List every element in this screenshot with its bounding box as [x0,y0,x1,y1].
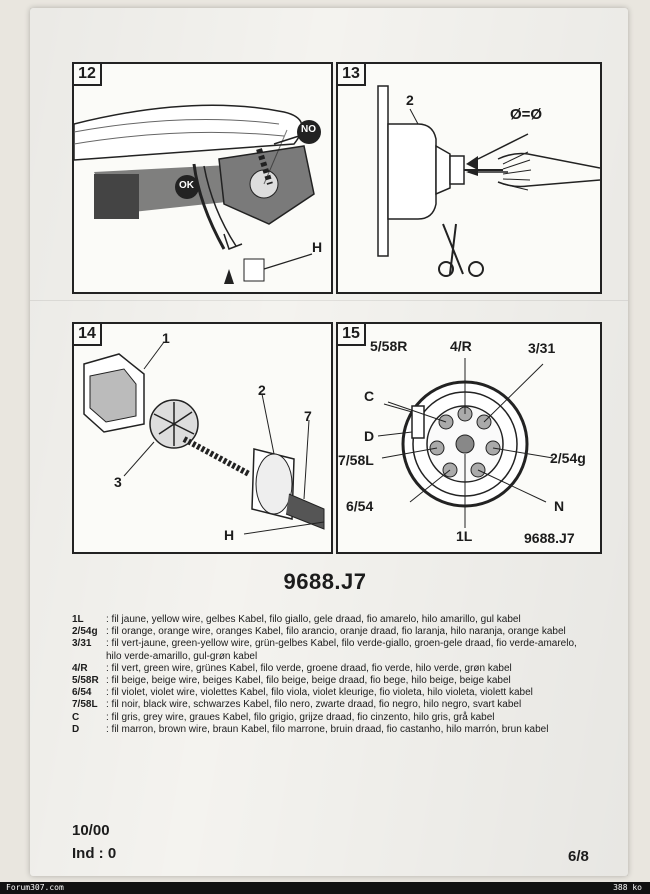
panel-number: 13 [338,64,366,86]
wire-description: : fil vert-jaune, green-yellow wire, grü… [106,638,577,650]
no-badge: NO [301,124,316,135]
pin-331-label: 3/31 [528,340,556,356]
panel-15: 15 5/58R 4/R 3/31 C D 7/58L 2/54g 6/54 N… [336,322,602,554]
panel-ref-label: 9688.J7 [524,530,575,546]
pin-654-label: 6/54 [346,498,374,514]
wire-code: D [72,723,80,735]
wire-description: : fil marron, brown wire, braun Kabel, f… [106,723,549,735]
socket-pinout-diagram [377,358,554,528]
wire-row: 7/58L : fil noir, black wire, schwarzes K… [72,699,612,711]
wire-code: 1L [72,614,84,625]
wire-code: 7/58L [72,699,98,711]
wire-description: hilo verde-amarillo, gul-grøn kabel [106,650,258,662]
paper-fold [30,300,628,301]
pin-c-label: C [364,388,375,404]
wire-color-legend: 1L : fil jaune, yellow wire, gelbes Kabel… [72,614,612,736]
footer-index: Ind : 0 [72,845,117,862]
wire-description: : fil gris, grey wire, graues Kabel, fil… [106,711,495,723]
wire-code: 5/58R [72,675,99,687]
wire-row: 6/54 : fil violet, violet wire, violettes… [72,687,612,699]
wire-description: : fil orange, orange wire, oranges Kabel… [106,626,566,638]
pin-558r-label: 5/58R [370,338,408,354]
wire-code: 2/54g [72,626,98,638]
wire-code [72,651,106,663]
wire-description: : fil violet, violet wire, violettes Kab… [106,687,533,699]
pin-d-label: D [364,428,375,444]
part-3-label: 3 [114,474,122,490]
part-h-label: H [312,239,323,255]
wire-description: : fil noir, black wire, schwarzes Kabel,… [106,699,522,711]
wire-row: 5/58R : fil beige, beige wire, beiges Kab… [72,675,612,687]
pin-1l-label: 1L [456,528,473,544]
site-watermark: Forum307.com [6,883,64,892]
wire-row: 4/R : fil vert, green wire, grünes Kabel,… [72,663,612,675]
pin-4r-label: 4/R [450,338,472,354]
wire-row: 1L : fil jaune, yellow wire, gelbes Kabel… [72,614,612,626]
wire-row: hilo verde-amarillo, gul-grøn kabel [72,651,612,663]
wire-code: 4/R [72,662,88,674]
wire-description: : fil vert, green wire, grünes Kabel, fi… [106,662,512,674]
part-1-label: 1 [162,330,170,346]
pin-758l-label: 7/58L [338,452,374,468]
panel-12: 12 NO OK H [72,62,333,294]
wire-description: : fil beige, beige wire, beiges Kabel, f… [106,675,511,687]
panel-14: 14 1 2 3 7 H [72,322,333,554]
wire-row: 3/31 : fil vert-jaune, green-yellow wire,… [72,638,612,650]
part-h-label: H [224,527,235,543]
wire-code: 6/54 [72,687,92,699]
file-size: 388 ko [613,883,642,892]
pin-n-label: N [554,498,565,514]
panel-number: 14 [74,324,102,346]
wire-row: C : fil gris, grey wire, graues Kabel, fi… [72,712,612,724]
wire-code: C [72,711,80,723]
wire-description: : fil jaune, yellow wire, gelbes Kabel, … [106,614,521,625]
pin-254g-label: 2/54g [550,450,586,466]
diameter-label: Ø=Ø [510,106,543,123]
socket-assembly-drawing [83,341,325,535]
wire-row: D : fil marron, brown wire, braun Kabel, … [72,724,612,736]
ok-badge: OK [179,180,194,191]
connector-wiring-drawing [377,85,600,277]
part-7-label: 7 [304,408,312,424]
part-2-label: 2 [406,92,414,108]
wire-row: 2/54g : fil orange, orange wire, oranges … [72,626,612,638]
wire-code: 3/31 [72,638,92,650]
panel-number: 15 [338,324,366,346]
source-strip: Forum307.com 388 ko [0,882,650,894]
page-number: 6/8 [568,848,589,865]
panel-13: 13 2 Ø=Ø [336,62,602,294]
bumper-drawing [74,104,321,284]
reference-title: 9688.J7 [283,569,367,594]
part-2-label: 2 [258,382,266,398]
panel-number: 12 [74,64,102,86]
footer-date: 10/00 [72,822,110,839]
